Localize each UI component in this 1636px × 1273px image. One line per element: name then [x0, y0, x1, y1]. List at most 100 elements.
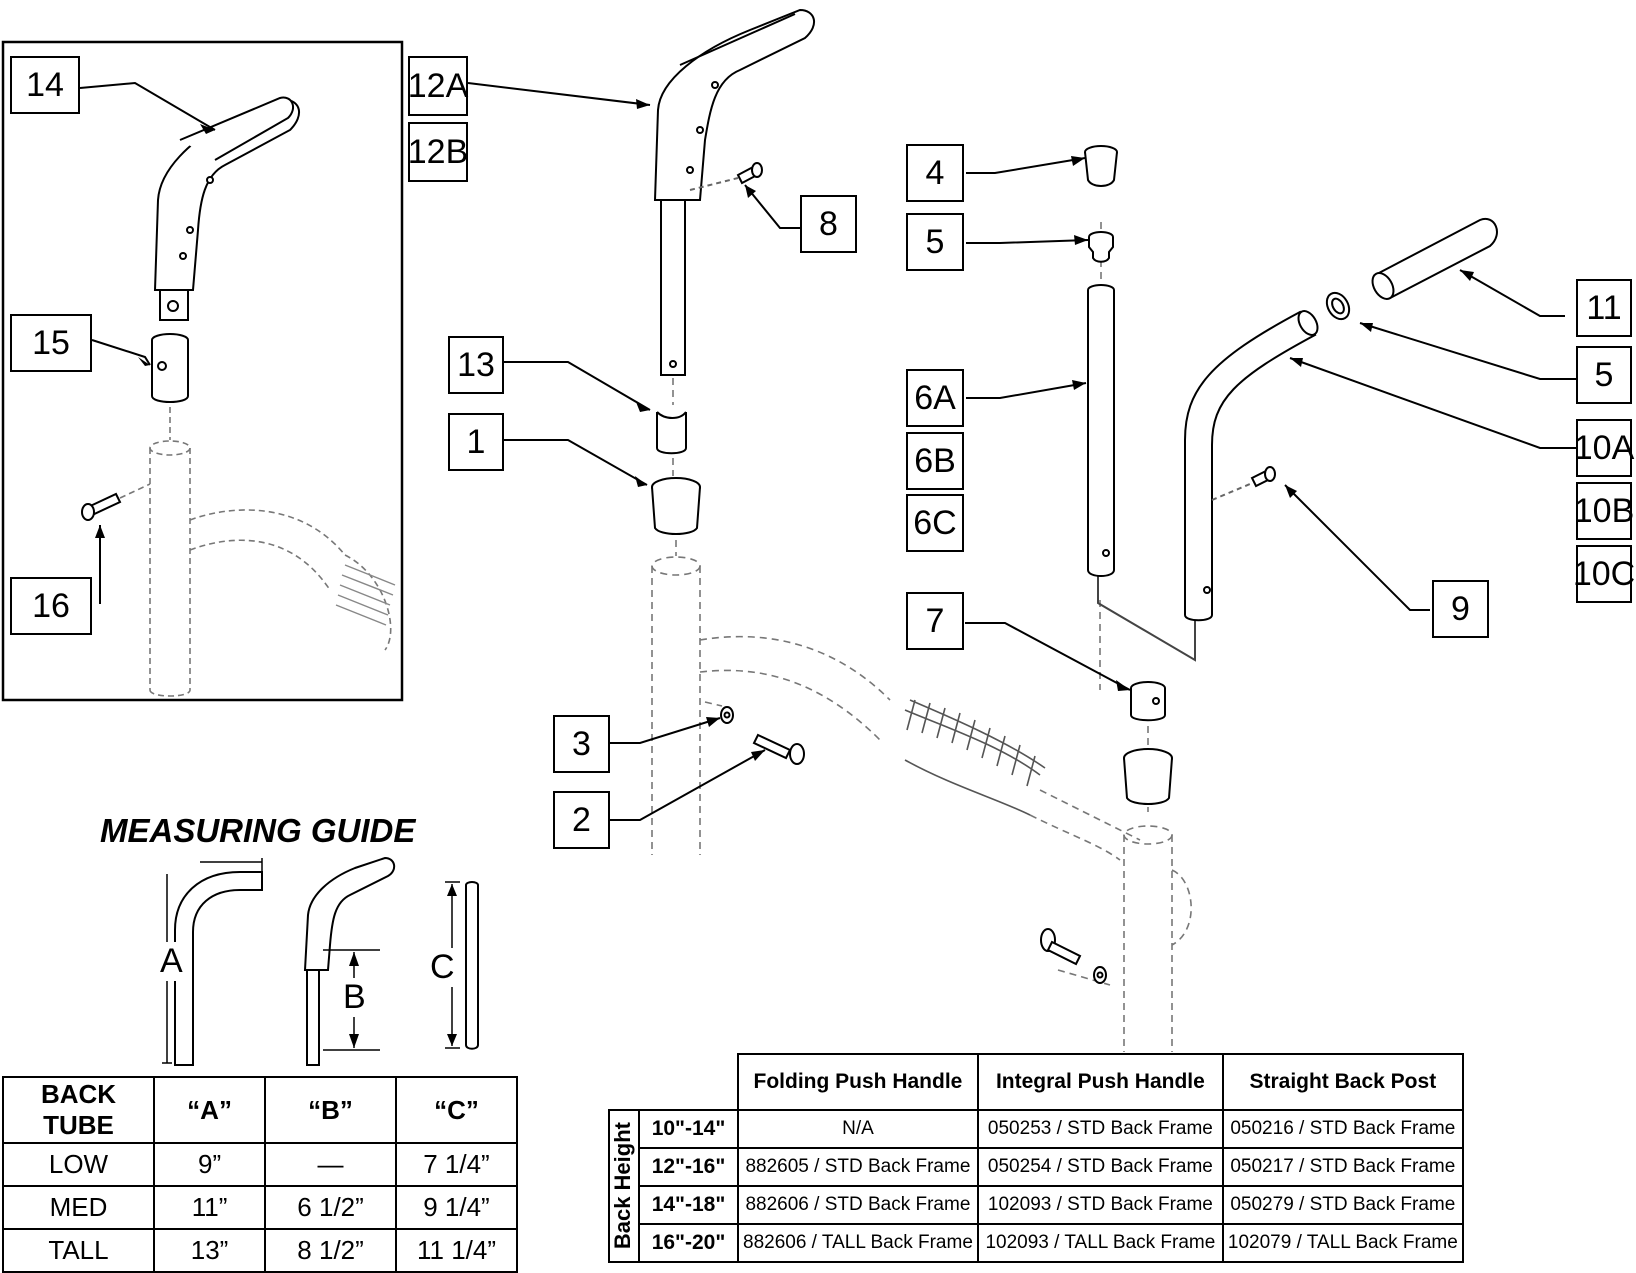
- dim-c-label: C: [430, 948, 455, 987]
- table-cell: 882606 / TALL Back Frame: [737, 1223, 979, 1263]
- callout-10a: 10A: [1574, 419, 1634, 477]
- range-cell: 16"-20": [638, 1223, 739, 1263]
- table-cell: —: [264, 1142, 397, 1187]
- inset-frame: [1, 40, 404, 702]
- cap-4-part: [1084, 145, 1118, 187]
- range-cell: 14"-18": [638, 1185, 739, 1225]
- dim-a-label: A: [160, 942, 183, 981]
- callout-14: 14: [10, 56, 80, 114]
- table-cell: 9”: [152, 1142, 267, 1187]
- callout-8: 8: [800, 195, 857, 253]
- back-tube-table: BACK TUBE “A” “B” “C” LOW 9” — 7 1/4” ME…: [2, 1076, 519, 1273]
- callout-9: 9: [1432, 580, 1489, 638]
- integral-push-handle-part: [1184, 310, 1319, 622]
- callout-12b: 12B: [408, 122, 468, 182]
- back-height-side-label: Back Height: [608, 1109, 640, 1263]
- table-cell: 11”: [152, 1185, 267, 1230]
- frame-grip: [904, 699, 1046, 816]
- inset-handle-part: [153, 96, 300, 321]
- table-row: 16"-20" 882606 / TALL Back Frame 102093 …: [609, 1223, 1464, 1263]
- dim-c-col-header: “C”: [394, 1076, 519, 1144]
- table-cell: 882605 / STD Back Frame: [737, 1147, 979, 1187]
- dim-b-col-header: “B”: [264, 1076, 397, 1144]
- table-cell: 102079 / TALL Back Frame: [1221, 1223, 1464, 1263]
- plug-5-part: [1088, 231, 1114, 263]
- collar-7-part: [1130, 681, 1166, 722]
- table-row: 12"-16" 882605 / STD Back Frame 050254 /…: [609, 1147, 1464, 1187]
- back-height-label: Back Height: [610, 1122, 635, 1250]
- callout-6a: 6A: [906, 369, 964, 427]
- screw-9-part: [1250, 466, 1276, 488]
- table-cell: 050279 / STD Back Frame: [1221, 1185, 1464, 1225]
- table-cell: 050253 / STD Back Frame: [976, 1109, 1224, 1149]
- lower-cup-part: [1123, 748, 1173, 805]
- measure-handle-b: [303, 856, 396, 1066]
- table-cell: MED: [2, 1185, 155, 1230]
- inset-collar-part: [151, 333, 189, 403]
- integral-push-handle-header: Integral Push Handle: [976, 1053, 1224, 1111]
- table-cell: 9 1/4”: [394, 1185, 519, 1230]
- callout-10b: 10B: [1574, 482, 1634, 540]
- table-cell: 050254 / STD Back Frame: [976, 1147, 1224, 1187]
- table-cell: 102093 / STD Back Frame: [976, 1185, 1224, 1225]
- table-cell: 102093 / TALL Back Frame: [976, 1223, 1224, 1263]
- table-cell: 8 1/2”: [264, 1228, 397, 1273]
- table-row: LOW 9” — 7 1/4”: [2, 1142, 519, 1187]
- callout-5b: 5: [1576, 346, 1632, 404]
- callout-12a: 12A: [408, 56, 468, 116]
- callout-5: 5: [906, 213, 964, 271]
- inset-screw-part: [81, 492, 122, 521]
- grip-11-part: [1371, 217, 1498, 300]
- table-cell: 6 1/2”: [264, 1185, 397, 1230]
- callout-15: 15: [10, 314, 92, 372]
- measure-post-c: [465, 881, 479, 1050]
- screw-2-part: [752, 733, 805, 765]
- table-cell: N/A: [737, 1109, 979, 1149]
- measuring-guide-title: MEASURING GUIDE: [100, 812, 416, 849]
- table-cell: 050217 / STD Back Frame: [1221, 1147, 1464, 1187]
- callout-11: 11: [1576, 279, 1632, 337]
- plug-5b-part: [1325, 291, 1351, 321]
- range-cell: 10"-14": [638, 1109, 739, 1149]
- table-cell: LOW: [2, 1142, 155, 1187]
- callout-6b: 6B: [906, 432, 964, 490]
- measure-tube-a: [174, 871, 263, 1066]
- folding-push-handle-header: Folding Push Handle: [737, 1053, 979, 1111]
- table-cell: 7 1/4”: [394, 1142, 519, 1187]
- back-tube-header-row: BACK TUBE “A” “B” “C”: [2, 1076, 519, 1144]
- callout-10c: 10C: [1573, 545, 1635, 603]
- back-tube-col-header: BACK TUBE: [2, 1076, 155, 1144]
- range-cell: 12"-16": [638, 1147, 739, 1187]
- clip-13-part: [656, 411, 687, 455]
- frame-screw-part: [1040, 928, 1107, 984]
- screw-8-part: [736, 162, 763, 185]
- dim-a-col-header: “A”: [152, 1076, 267, 1144]
- table-cell: TALL: [2, 1228, 155, 1273]
- table-row: TALL 13” 8 1/2” 11 1/4”: [2, 1228, 519, 1273]
- cup-1-part: [651, 477, 701, 535]
- table-row: 14"-18" 882606 / STD Back Frame 102093 /…: [609, 1185, 1464, 1225]
- dim-b-label: B: [343, 978, 366, 1017]
- callout-3: 3: [553, 715, 610, 773]
- folding-push-handle-part: [653, 8, 815, 376]
- callout-13: 13: [448, 336, 504, 394]
- callout-16: 16: [10, 577, 92, 635]
- callout-6c: 6C: [906, 494, 964, 552]
- table-cell: 11 1/4”: [394, 1228, 519, 1273]
- callout-7: 7: [906, 592, 964, 650]
- table-cell: 13”: [152, 1228, 267, 1273]
- push-handle-table: Folding Push Handle Integral Push Handle…: [608, 1053, 1464, 1263]
- callout-4: 4: [906, 144, 964, 202]
- table-row: Back Height 10"-14" N/A 050253 / STD Bac…: [608, 1109, 1464, 1263]
- callout-1: 1: [448, 413, 504, 471]
- push-handle-header-row: Folding Push Handle Integral Push Handle…: [609, 1053, 1464, 1111]
- table-row: MED 11” 6 1/2” 9 1/4”: [2, 1185, 519, 1230]
- washer-3-part: [720, 706, 734, 724]
- straight-back-post-part: [1087, 284, 1115, 577]
- callout-2: 2: [553, 791, 610, 849]
- table-cell: 882606 / STD Back Frame: [737, 1185, 979, 1225]
- blank-corner: [609, 1054, 739, 1111]
- table-cell: 050216 / STD Back Frame: [1221, 1109, 1464, 1149]
- straight-back-post-header: Straight Back Post: [1221, 1053, 1464, 1111]
